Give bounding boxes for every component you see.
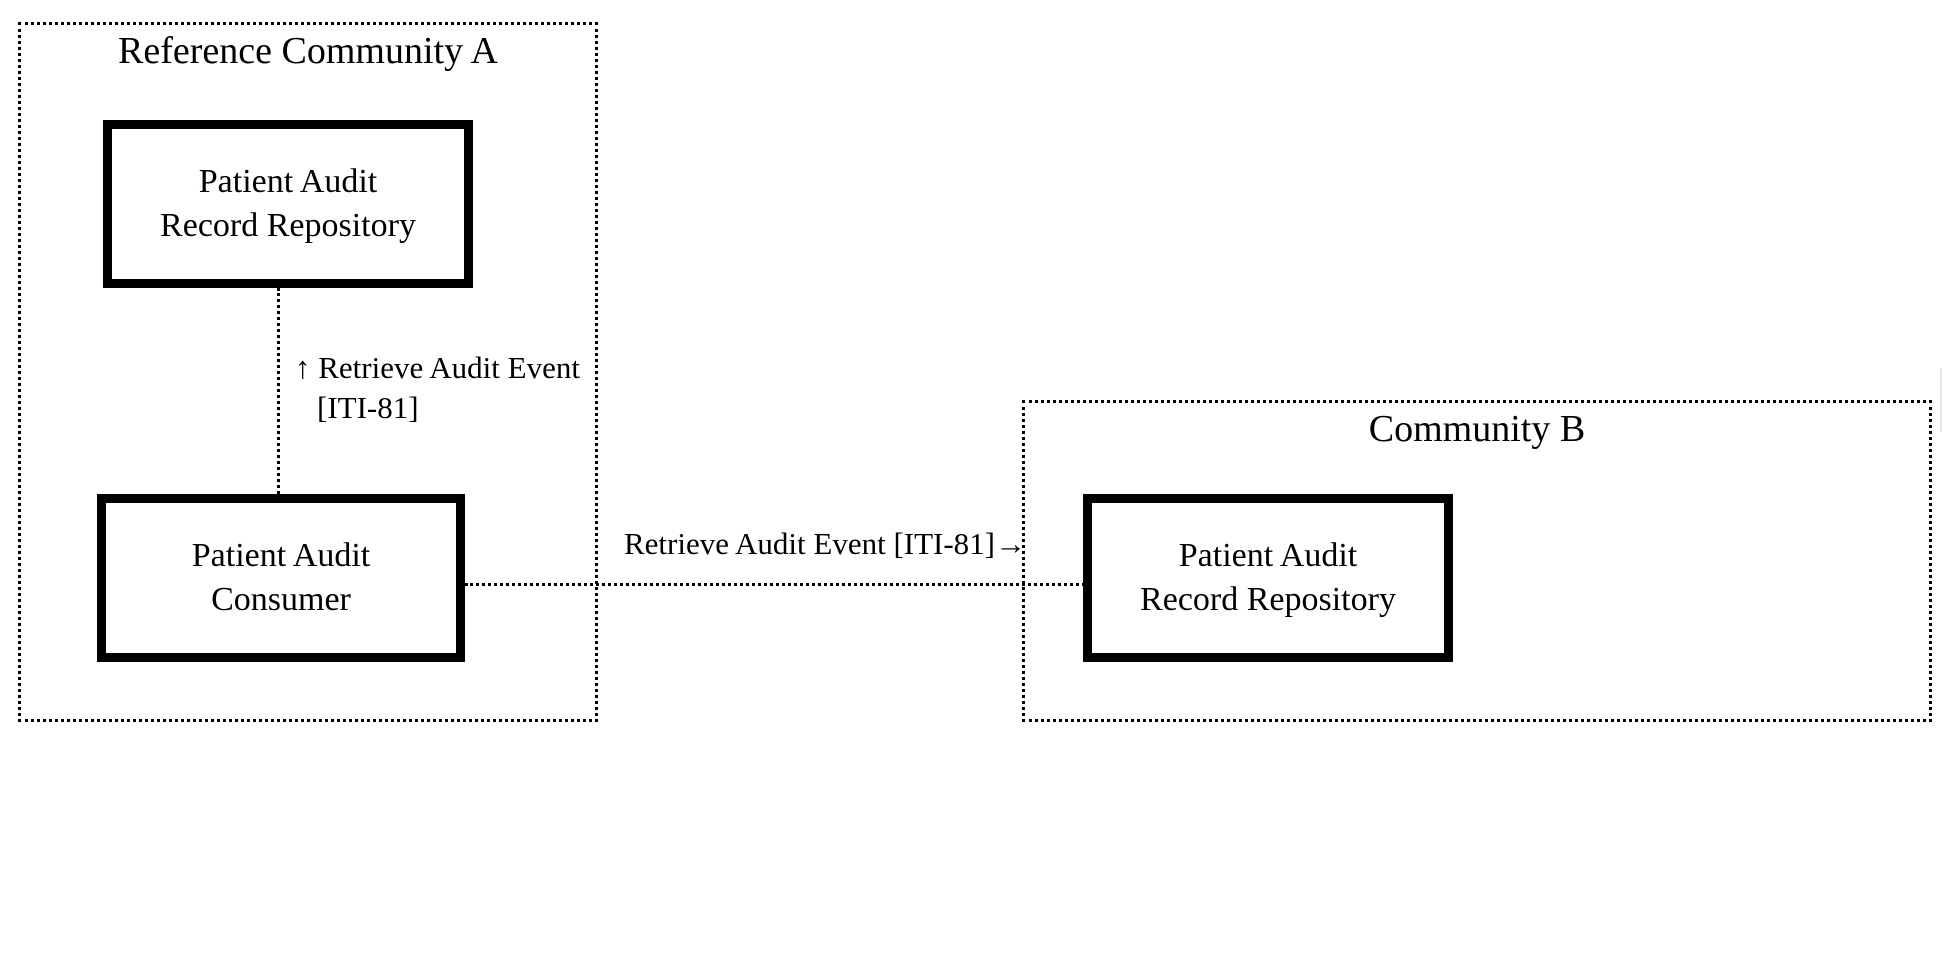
transaction-label-retrieve-audit-event-internal: ↑ Retrieve Audit Event [ITI-81]	[295, 350, 580, 426]
connector-retrieve-audit-event-internal	[277, 288, 280, 494]
actor-label-patient-audit-record-repository-b: Patient Audit Record Repository	[1140, 536, 1396, 618]
connector-retrieve-audit-event-cross-community	[465, 583, 1085, 586]
page-edge-artifact	[1940, 368, 1942, 432]
actor-box-patient-audit-record-repository-b[interactable]: Patient Audit Record Repository	[1083, 494, 1453, 662]
community-title-reference-community-a: Reference Community A	[118, 30, 498, 72]
community-boundary-reference-community-a	[18, 22, 598, 722]
community-boundary-community-b	[1022, 400, 1932, 722]
actor-box-patient-audit-consumer-a[interactable]: Patient Audit Consumer	[97, 494, 465, 662]
transaction-label-retrieve-audit-event-cross-community: Retrieve Audit Event [ITI-81]→	[623, 526, 1027, 561]
community-title-community-b: Community B	[1368, 408, 1586, 450]
actor-label-patient-audit-consumer-a: Patient Audit Consumer	[191, 536, 371, 618]
actor-label-patient-audit-record-repository-a: Patient Audit Record Repository	[160, 162, 416, 244]
actor-box-patient-audit-record-repository-a[interactable]: Patient Audit Record Repository	[103, 120, 473, 288]
